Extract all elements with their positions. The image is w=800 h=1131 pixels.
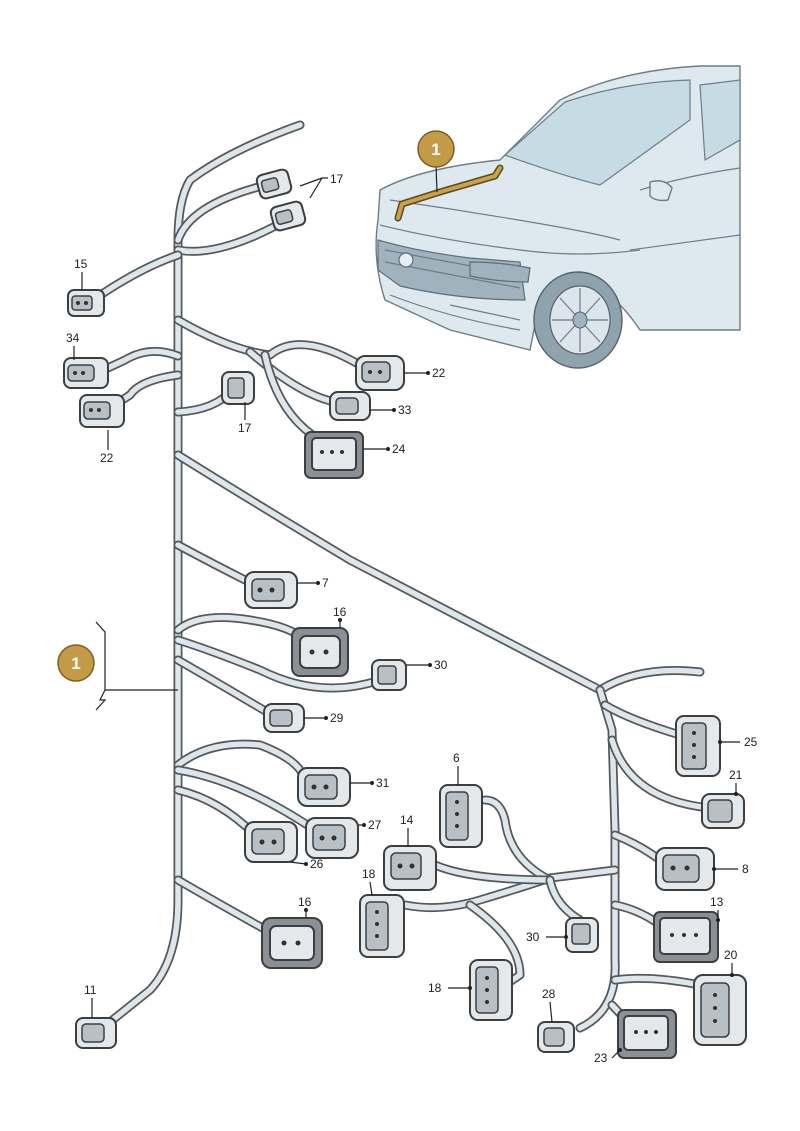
connector-15 — [67, 289, 105, 317]
connector-33 — [329, 391, 371, 421]
connector-27 — [305, 817, 359, 859]
connector-29 — [263, 703, 305, 733]
connector-17b — [221, 371, 255, 405]
connector-13 — [653, 911, 719, 963]
part-number-22: 22 — [432, 366, 446, 380]
part-number-27: 27 — [368, 818, 382, 832]
part-number-15: 15 — [74, 257, 88, 271]
badge-number: 1 — [71, 654, 80, 673]
part-number-24: 24 — [392, 442, 406, 456]
part-number-30: 30 — [434, 658, 448, 672]
wire-top-a-core — [175, 183, 265, 243]
connector-20 — [693, 974, 747, 1046]
connector-18b — [469, 959, 513, 1021]
part-number-30: 30 — [526, 930, 540, 944]
connector-6 — [439, 784, 483, 848]
wire-27-core — [175, 767, 318, 833]
part-number-7: 7 — [322, 576, 329, 590]
connector-22a — [79, 394, 125, 428]
part-number-17: 17 — [238, 421, 252, 435]
wire-main-core — [97, 122, 303, 1033]
part-number-20: 20 — [724, 948, 738, 962]
wire-22b-core — [175, 317, 363, 368]
part-number-11: 11 — [84, 983, 97, 997]
wire-15-core — [93, 252, 181, 301]
part-numbers: 17 15 34 22 17 22 33 24 7 16 30 29 31 27… — [66, 172, 758, 1065]
connector-24 — [304, 431, 364, 479]
part-number-34: 34 — [66, 331, 80, 345]
connector-17a — [255, 168, 307, 232]
connector-11 — [75, 1017, 117, 1049]
vehicle-illustration — [375, 65, 741, 369]
badge-number: 1 — [431, 140, 440, 159]
part-number-23: 23 — [594, 1051, 608, 1065]
part-number-6: 6 — [453, 751, 460, 765]
connector-8 — [655, 847, 715, 891]
wire-18b-core — [467, 902, 523, 988]
part-number-33: 33 — [398, 403, 412, 417]
connector-16a — [291, 627, 349, 677]
wire-30-core — [175, 637, 383, 691]
connector-18a — [359, 894, 405, 958]
connector-26 — [244, 821, 298, 863]
connector-25 — [675, 715, 721, 777]
connector-34 — [63, 357, 109, 389]
leader-lines — [73, 177, 740, 1059]
wire-16a-core — [175, 614, 308, 643]
wire-6 — [480, 795, 555, 885]
part-number-16: 16 — [298, 895, 312, 909]
wire-22a-core — [107, 372, 181, 411]
position-badge-car: 1 — [417, 130, 455, 168]
wire-diag-core — [175, 452, 703, 693]
part-number-14: 14 — [400, 813, 414, 827]
wire-6-core — [482, 797, 553, 883]
connector-23 — [617, 1009, 677, 1059]
connector-21 — [701, 793, 745, 829]
wire-25-core — [602, 702, 683, 738]
part-number-31: 31 — [376, 776, 390, 790]
wire-29-core — [175, 657, 275, 718]
part-number-25: 25 — [744, 735, 758, 749]
part-number-18: 18 — [428, 981, 442, 995]
part-number-16: 16 — [333, 605, 347, 619]
position-badge-harness: 1 — [57, 644, 95, 682]
connector-30a — [371, 659, 407, 691]
part-number-22: 22 — [100, 451, 114, 465]
connector-30b — [565, 917, 599, 953]
wire-21-core — [609, 737, 713, 811]
part-number-28: 28 — [542, 987, 556, 1001]
part-number-18: 18 — [362, 867, 376, 881]
wire-right-core — [577, 687, 618, 1031]
part-number-21: 21 — [729, 768, 743, 782]
wire-34-core — [92, 348, 181, 377]
wire-top-a — [173, 181, 267, 245]
wire-8-core — [612, 832, 663, 863]
connector-31 — [297, 767, 351, 807]
connector-28 — [537, 1021, 575, 1053]
wire-26 — [173, 785, 260, 840]
connector-7 — [244, 571, 298, 609]
part-number-8: 8 — [742, 862, 749, 876]
part-number-26: 26 — [310, 857, 324, 871]
part-number-17: 17 — [330, 172, 344, 186]
wire-14-core — [432, 862, 553, 883]
wire-31-core — [175, 741, 308, 783]
wire-20-core — [612, 975, 703, 988]
wire-16b-core — [175, 877, 278, 938]
connector-22b — [355, 355, 405, 391]
part-number-13: 13 — [710, 895, 724, 909]
connector-14 — [383, 845, 437, 891]
wire-7-core — [175, 542, 258, 588]
connector-16b — [261, 917, 323, 969]
part-number-29: 29 — [330, 711, 344, 725]
wire-33-core — [247, 349, 338, 405]
